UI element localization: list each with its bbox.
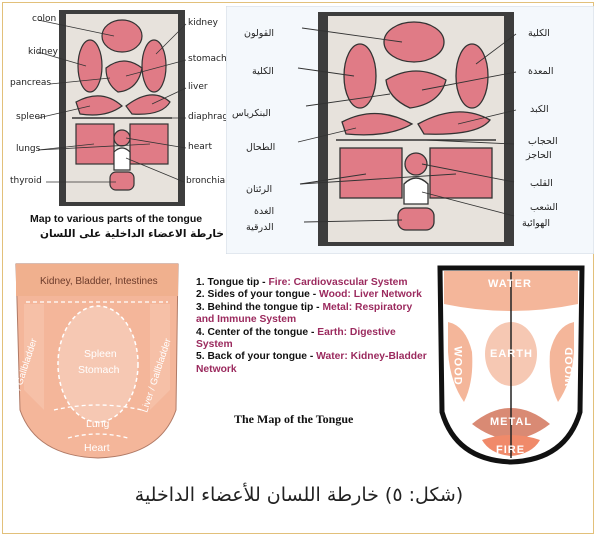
caption-english: Map to various parts of the tongue xyxy=(30,213,202,225)
label-kidney-right: kidney xyxy=(188,18,218,28)
label-ar-spleen: الطحال xyxy=(246,142,275,153)
label-ar-liver: الكبد xyxy=(530,104,549,115)
label-ar-thyroid-2: الدرقية xyxy=(246,222,274,233)
label-ar-pancreas: البنكرياس xyxy=(232,108,271,119)
element-earth: EARTH xyxy=(490,348,533,360)
tongue-map-arabic: القولون الكلية البنكرياس الطحال الرئتان … xyxy=(226,6,594,254)
label-ar-kidney-left: الكلية xyxy=(252,66,274,77)
zone-heart: Heart xyxy=(84,442,110,454)
label-ar-lungs: الرئتان xyxy=(246,184,272,195)
label-ar-diaphragm-2: الحاجز xyxy=(526,150,552,161)
element-wood-right: WOOD xyxy=(564,346,576,385)
label-ar-bronchials-2: الهوائية xyxy=(522,218,550,229)
label-ar-heart: القلب xyxy=(530,178,553,189)
tongue-zone-map: Kidney, Bladder, Intestines Liver / Gall… xyxy=(10,260,186,460)
list-item: 1. Tongue tip - Fire: Cardiovascular Sys… xyxy=(196,277,431,289)
zone-stomach: Stomach xyxy=(78,364,119,376)
element-list: 1. Tongue tip - Fire: Cardiovascular Sys… xyxy=(196,277,431,376)
list-item: 3. Behind the tongue tip - Metal: Respir… xyxy=(196,302,431,327)
zone-lung: Lung xyxy=(86,418,109,430)
caption-arabic: خارطة الاعضاء الداخلية على اللسان xyxy=(40,228,224,240)
label-heart: heart xyxy=(188,142,212,152)
element-wood-left: WOOD xyxy=(452,346,464,385)
element-metal: METAL xyxy=(490,416,532,428)
list-item: 4. Center of the tongue - Earth: Digesti… xyxy=(196,327,431,352)
label-ar-kidney-right: الكلية xyxy=(528,28,550,39)
label-liver: liver xyxy=(188,82,208,92)
element-water: WATER xyxy=(488,278,532,290)
label-thyroid: thyroid xyxy=(10,176,42,186)
label-stomach: stomach xyxy=(188,54,227,64)
figure-caption: (شكل: ٥) خارطة اللسان للأعضاء الداخلية xyxy=(0,484,598,506)
label-ar-colon: القولون xyxy=(244,28,274,39)
label-ar-stomach: المعدة xyxy=(528,66,554,77)
tongue-map-english: colon kidney pancreas spleen lungs thyro… xyxy=(6,6,230,254)
zone-kidney-bladder: Kidney, Bladder, Intestines xyxy=(40,276,158,287)
zone-spleen: Spleen xyxy=(84,348,117,360)
label-lungs: lungs xyxy=(16,144,40,154)
list-item: 5. Back of your tongue - Water: Kidney-B… xyxy=(196,351,431,376)
label-ar-diaphragm-1: الحجاب xyxy=(528,136,558,147)
label-colon: colon xyxy=(32,14,56,24)
label-spleen: spleen xyxy=(16,112,46,122)
label-ar-thyroid-1: الغدة xyxy=(254,206,274,217)
label-ar-bronchials-1: الشعب xyxy=(530,202,558,213)
label-kidney-left: kidney xyxy=(28,47,58,57)
list-item: 2. Sides of your tongue - Wood: Liver Ne… xyxy=(196,289,431,301)
map-title: The Map of the Tongue xyxy=(234,412,353,427)
label-pancreas: pancreas xyxy=(10,78,51,88)
element-fire: FIRE xyxy=(496,444,525,456)
five-elements-tongue: WATER WOOD WOOD EARTH METAL FIRE xyxy=(432,262,590,468)
tongue-anatomy-drawing-ar xyxy=(226,6,594,254)
